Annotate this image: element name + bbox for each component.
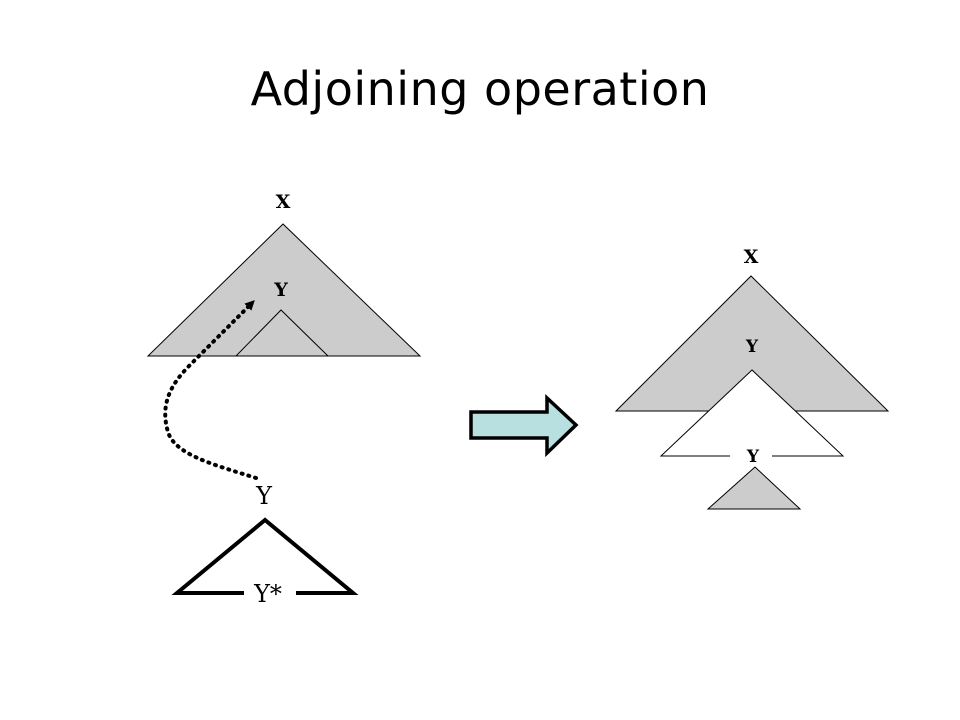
result-tree: X Y Y bbox=[614, 246, 890, 510]
right-block-arrow-icon bbox=[469, 393, 579, 458]
initial-tree: X Y bbox=[146, 191, 422, 357]
foot-label-mask bbox=[244, 584, 296, 604]
auxiliary-tree: Y Y* bbox=[171, 482, 359, 608]
result-tree-root-label: X bbox=[744, 246, 759, 268]
dotted-curved-arrow-icon bbox=[163, 300, 258, 480]
slide-title: Adjoining operation bbox=[250, 62, 710, 116]
auxiliary-tree-foot-label: Y* bbox=[253, 580, 282, 608]
initial-tree-root-label: X bbox=[276, 191, 291, 213]
result-foot-mask bbox=[730, 447, 772, 465]
result-adjoined-root-label: Y bbox=[745, 337, 759, 357]
result-foot-subtree-triangle bbox=[706, 466, 802, 510]
initial-tree-inner-label: Y bbox=[273, 279, 288, 301]
result-foot-label: Y bbox=[746, 447, 760, 467]
auxiliary-tree-root-label: Y bbox=[255, 482, 273, 510]
initial-tree-subtree-triangle bbox=[234, 309, 330, 357]
